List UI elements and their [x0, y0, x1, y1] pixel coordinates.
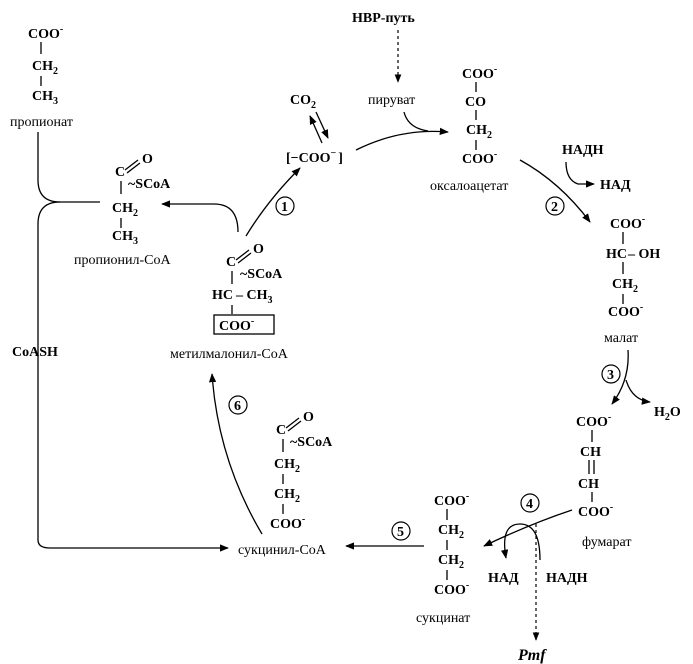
step-3-badge — [601, 364, 621, 384]
succinyl-coa-structure: C O ~SCoA CH2 CH2 COO- — [270, 410, 333, 532]
step-2-badge — [545, 196, 565, 216]
co2-label: CO2 — [290, 93, 316, 111]
svg-text:C: C — [115, 165, 125, 180]
carboxyl-bracket: [−COO−] — [286, 148, 343, 166]
svg-text:CH3: CH3 — [32, 89, 58, 107]
pyruvate-label: пируват — [368, 93, 415, 108]
arrow-nadh-to-nad — [565, 161, 595, 188]
nad-2-label: НАД — [488, 571, 519, 586]
arrow-co2-down — [315, 111, 329, 139]
pyruvate-input-curve — [403, 111, 429, 132]
svg-text:CH2: CH2 — [274, 487, 300, 505]
svg-text:C: C — [276, 423, 286, 438]
svg-text:~SCoA: ~SCoA — [128, 177, 171, 192]
arrow-step-1 — [245, 167, 301, 237]
svg-text:COO-: COO- — [608, 302, 643, 320]
coash-line — [37, 201, 229, 552]
svg-text:COO-: COO- — [270, 514, 305, 532]
h2o-label: H2O — [654, 405, 681, 423]
svg-text:O: O — [303, 410, 314, 425]
propionyl-coa-structure: C O ~SCoA CH2 CH3 — [112, 152, 171, 247]
svg-text:CH: CH — [578, 477, 599, 492]
svg-text:CH: CH — [580, 445, 601, 460]
svg-text:– OH: – OH — [627, 247, 660, 262]
nad-1-label: НАД — [600, 178, 631, 193]
svg-text:COO-: COO- — [28, 24, 63, 42]
malate-label: малат — [604, 331, 638, 346]
arrow-nadh-to-nad-2 — [500, 523, 541, 561]
step-1-number: 1 — [281, 200, 288, 215]
step-1-badge — [275, 196, 295, 216]
oxaloacetate-structure: COO- CO CH2 COO- — [462, 64, 497, 167]
arrow-step-4 — [483, 509, 573, 547]
arrow-step-2 — [519, 159, 591, 223]
propionate-label: пропионат — [10, 115, 73, 130]
oxaloacetate-label: оксалоацетат — [430, 179, 508, 194]
svg-text:COO-: COO- — [578, 502, 613, 520]
arrow-methylmalonyl-to-propionyl — [161, 200, 239, 233]
svg-text:O: O — [253, 242, 264, 257]
svg-text:CH2: CH2 — [438, 523, 464, 541]
arrow-h2o-release — [625, 379, 651, 405]
svg-text:CH2: CH2 — [466, 123, 492, 141]
succinate-label: сукцинат — [416, 611, 470, 626]
svg-text:HC: HC — [212, 288, 233, 303]
arrow-step-3 — [611, 349, 629, 405]
hbp-path-label: НВР-путь — [352, 11, 415, 26]
methylmalonyl-coa-structure: C O ~SCoA HC – CH3 COO- — [212, 242, 283, 335]
svg-text:COO-: COO- — [434, 580, 469, 598]
fumarate-structure: COO- CH CH COO- — [576, 412, 613, 520]
step-5-badge — [391, 521, 411, 541]
step-5-number: 5 — [397, 525, 404, 540]
svg-text:COO-: COO- — [462, 149, 497, 167]
svg-text:~SCoA: ~SCoA — [240, 267, 283, 282]
svg-text:~SCoA: ~SCoA — [290, 435, 333, 450]
svg-text:COO-: COO- — [219, 316, 254, 334]
step-6-number: 6 — [234, 399, 241, 414]
svg-text:– CH3: – CH3 — [235, 288, 273, 306]
svg-text:COO-: COO- — [610, 214, 645, 232]
step-4-badge — [520, 493, 540, 513]
arrow-co2-up — [309, 115, 323, 144]
svg-text:CH2: CH2 — [274, 457, 300, 475]
methylmalonyl-coa-label: метилмалонил-CoA — [170, 347, 289, 362]
step-3-number: 3 — [607, 368, 614, 383]
svg-text:COO-: COO- — [576, 412, 611, 430]
step-6-badge — [228, 395, 248, 415]
svg-text:COO-: COO- — [434, 491, 469, 509]
arrow-carboxyl-to-oxaloacetate — [355, 127, 449, 151]
malate-structure: COO- HC – OH CH2 COO- — [606, 214, 660, 320]
svg-text:CH2: CH2 — [112, 201, 138, 219]
succinate-structure: COO- CH2 CH2 COO- — [434, 491, 469, 598]
succinyl-coa-label: сукцинил-CoA — [238, 543, 327, 558]
nadh-2-label: НАДН — [546, 571, 588, 586]
svg-text:CH3: CH3 — [112, 229, 138, 247]
svg-text:C: C — [226, 255, 236, 270]
coash-label: CoASH — [12, 345, 58, 360]
nadh-1-label: НАДН — [562, 143, 604, 158]
fumarate-label: фумарат — [582, 535, 632, 550]
svg-text:CH2: CH2 — [612, 277, 638, 295]
propionate-to-propionyl-line — [37, 132, 100, 203]
arrow-step-6 — [208, 373, 263, 535]
svg-text:CH2: CH2 — [32, 59, 58, 77]
svg-text:HC: HC — [606, 247, 627, 262]
svg-text:O: O — [142, 152, 153, 167]
svg-text:CO: CO — [465, 95, 486, 110]
step-4-number: 4 — [526, 497, 533, 512]
svg-text:COO-: COO- — [462, 64, 497, 82]
pmf-label: Pmf — [517, 647, 547, 664]
svg-text:CH2: CH2 — [438, 553, 464, 571]
propionyl-coa-label: пропионил-CoA — [74, 253, 171, 268]
propionate-structure: COO- CH2 CH3 — [28, 24, 63, 107]
step-2-number: 2 — [551, 200, 558, 215]
